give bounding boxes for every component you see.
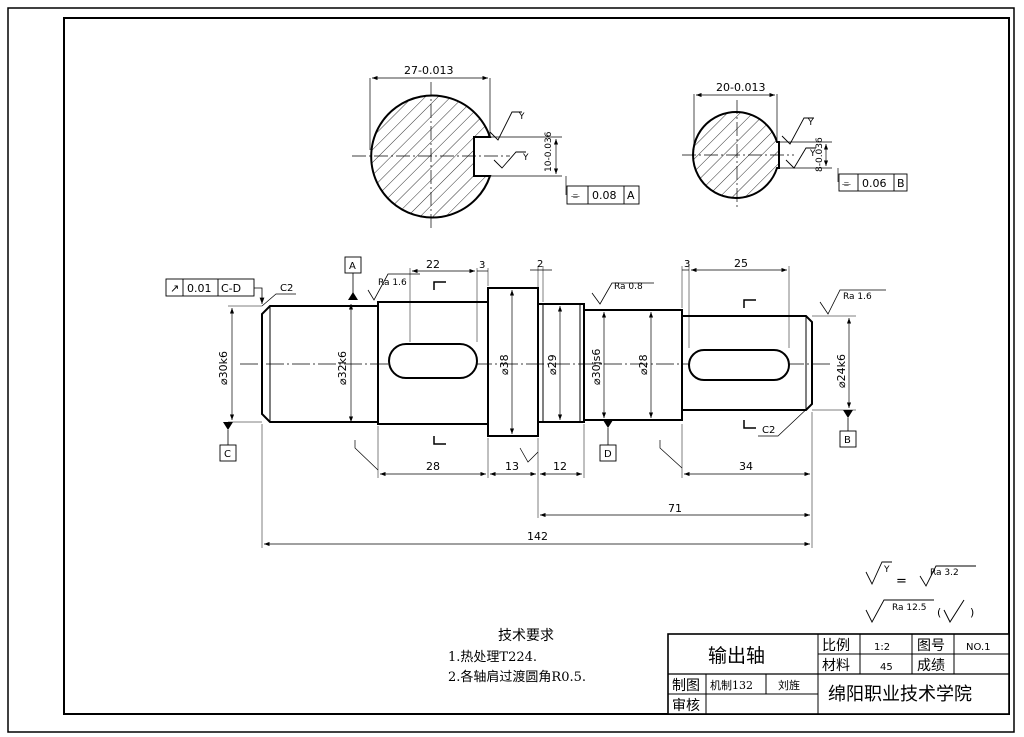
dim-12: 12 (553, 460, 567, 473)
dia-30k6: ⌀30k6 (217, 351, 230, 385)
tech-req-title: 技术要求 (498, 628, 554, 644)
dia-24k6: ⌀24k6 (835, 354, 848, 388)
technical-requirements: 技术要求 1.热处理T224. 2.各轴肩过渡圆角R0.5. (448, 628, 586, 685)
keyway-1 (388, 343, 478, 379)
scale-label: 比例 (822, 638, 850, 654)
symmetry-icon: ⌯ (842, 177, 851, 190)
legend-paren-close: ) (970, 606, 974, 619)
datum-b-label: B (844, 435, 851, 446)
dim-3-right: 3 (684, 259, 690, 270)
runout-tolerance-frame: ↗ 0.01 C-D (165, 278, 265, 304)
datum-markers: A B C D (219, 256, 857, 462)
right-rough-1: Y (807, 118, 814, 128)
left-rough-2: Y (522, 153, 529, 163)
tech-req-item-1: 1.热处理T224. (448, 650, 537, 665)
legend-ra-12-5: Ra 12.5 (892, 603, 926, 613)
dim-13: 13 (505, 460, 519, 473)
drawn-class: 机制132 (710, 678, 753, 692)
top-dimensions: 22 3 2 3 25 (409, 257, 790, 348)
drawing-no-label: 图号 (917, 638, 945, 654)
dia-32k6: ⌀32k6 (336, 351, 349, 385)
right-tolerance-frame (838, 173, 908, 192)
school-name: 绵阳职业技术学院 (828, 684, 972, 705)
material-label: 材料 (822, 658, 850, 674)
dim-3-left: 3 (479, 260, 485, 271)
section-view-right: 20-0.013 8-0.036 Y Y ⌯ 0.06 B (682, 81, 908, 210)
dia-38: ⌀38 (498, 354, 511, 375)
left-width-dim: 27-0.013 (404, 64, 453, 77)
datum-c-label: C (224, 449, 231, 460)
legend-ra-3-2: Ra 3.2 (930, 568, 959, 578)
left-tolerance-datum: A (627, 189, 635, 202)
ra-0-8: Ra 0.8 (614, 282, 643, 292)
dim-28: 28 (426, 460, 440, 473)
ra-1-6-right: Ra 1.6 (843, 292, 872, 302)
keyway-2 (688, 349, 790, 381)
bottom-dimensions: 28 13 12 34 71 142 (261, 412, 813, 548)
paper-border (7, 7, 1015, 733)
roughness-notes: Ra 1.6 Ra 0.8 Ra 1.6 (354, 273, 886, 471)
chamfer-right: C2 (762, 425, 775, 436)
drawn-label: 制图 (672, 678, 700, 694)
dim-71: 71 (668, 502, 682, 515)
part-name: 输出轴 (708, 645, 765, 667)
diameter-dimensions: ⌀30k6 ⌀32k6 ⌀38 ⌀29 ⌀30js6 ⌀28 ⌀24k6 (217, 290, 856, 434)
drawing-no-value: NO.1 (966, 642, 991, 653)
legend-equals: = (896, 574, 907, 589)
runout-datum: C-D (221, 282, 241, 295)
dim-25: 25 (734, 257, 748, 270)
ra-1-6-left: Ra 1.6 (378, 278, 407, 288)
legend-paren-open: ( (937, 606, 941, 619)
dia-30js6: ⌀30js6 (590, 349, 603, 385)
dim-22: 22 (426, 258, 440, 271)
right-tolerance-datum: B (897, 177, 905, 190)
right-rough-2: Y (809, 149, 816, 159)
dim-2: 2 (537, 259, 543, 270)
tech-req-item-2: 2.各轴肩过渡圆角R0.5. (448, 669, 586, 685)
legend-y: Y (883, 565, 890, 575)
left-tolerance-value: 0.08 (592, 189, 617, 202)
surface-finish-legend: Y = Ra 3.2 Ra 12.5 ( ) (865, 561, 976, 624)
left-depth-dim: 10-0.036 (544, 131, 554, 172)
title-block: 输出轴 比例 1:2 图号 NO.1 材料 45 成绩 制图 机制132 刘旌 … (667, 633, 1010, 715)
section-view-left: 27-0.013 10-0.036 Y Y ⌯ 0.08 A (352, 64, 640, 230)
checked-label: 审核 (672, 698, 700, 714)
chamfer-left: C2 (280, 283, 293, 294)
right-depth-dim: 8-0.036 (815, 137, 825, 172)
dim-34: 34 (739, 460, 753, 473)
left-rough-1: Y (518, 112, 525, 122)
right-tolerance-value: 0.06 (862, 177, 887, 190)
right-width-dim: 20-0.013 (716, 81, 765, 94)
dim-142: 142 (527, 530, 548, 543)
symmetry-icon: ⌯ (571, 189, 580, 202)
material-value: 45 (880, 662, 893, 673)
grade-label: 成绩 (917, 658, 945, 674)
dia-29: ⌀29 (546, 354, 559, 375)
shaft-main-view (240, 281, 830, 445)
datum-a-label: A (349, 261, 356, 272)
chamfer-notes: C2 C2 (261, 283, 813, 437)
left-tolerance-frame (566, 185, 640, 205)
runout-value: 0.01 (187, 282, 212, 295)
drawn-name: 刘旌 (778, 678, 800, 692)
scale-value: 1:2 (874, 642, 890, 653)
drawing-frame (63, 17, 1010, 715)
datum-d-label: D (604, 449, 612, 460)
runout-icon: ↗ (170, 282, 179, 295)
dia-28: ⌀28 (637, 354, 650, 375)
